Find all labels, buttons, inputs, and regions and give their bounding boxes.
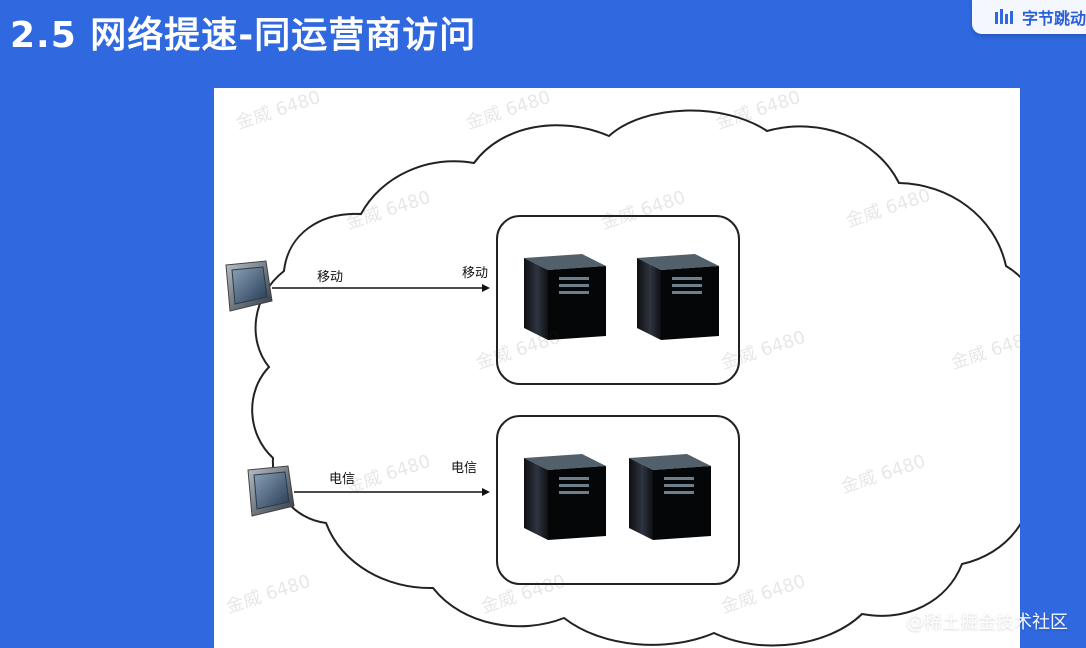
mobile-arrow-head (482, 284, 490, 292)
mobile-server-icon-2 (627, 248, 727, 343)
telecom-server-icon-2 (619, 448, 719, 543)
brand-badge: 字节跳动 (972, 0, 1086, 34)
mobile-label-right: 移动 (462, 266, 489, 281)
telecom-server-group (496, 415, 740, 585)
telecom-server-icon-1 (514, 448, 614, 543)
mobile-client-tablet-icon (220, 259, 274, 315)
diagram-svg (251, 109, 1020, 647)
telecom-arrow-head (482, 488, 490, 496)
telecom-label-left: 电信 (329, 472, 356, 487)
telecom-label-right: 电信 (451, 461, 478, 476)
mobile-label-left: 移动 (317, 270, 344, 285)
mobile-server-icon-1 (514, 248, 614, 343)
network-cloud (251, 109, 1020, 647)
diagram-canvas: 移动 移动 电信 电信 (214, 88, 1020, 648)
brand-text: 字节跳动 (1022, 9, 1086, 28)
mobile-server-group (496, 215, 740, 385)
telecom-client-tablet-icon (242, 464, 296, 520)
page-title: 2.5 网络提速-同运营商访问 (10, 15, 477, 56)
footer-watermark: @稀土掘金技术社区 (906, 612, 1068, 633)
brand-icon (994, 8, 1014, 26)
